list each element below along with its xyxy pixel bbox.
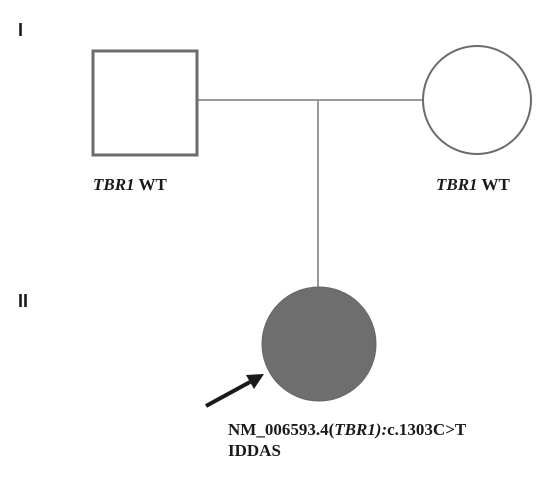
mother-status: WT — [481, 175, 510, 194]
generation-label-1: I — [18, 20, 24, 40]
proband-phenotype: IDDAS — [228, 441, 281, 460]
father-status: WT — [138, 175, 167, 194]
variant-prefix: NM_006593.4( — [228, 420, 335, 439]
mother-symbol — [422, 45, 532, 155]
variant-change: c.1303C>T — [387, 420, 467, 439]
proband-arrow-shaft — [205, 380, 251, 408]
father-symbol — [91, 49, 199, 157]
proband-symbol — [261, 286, 377, 402]
proband-variant-label: NM_006593.4(TBR1):c.1303C>T IDDAS — [228, 419, 466, 461]
father-gene: TBR1 — [93, 175, 135, 194]
mother-gene: TBR1 — [436, 175, 478, 194]
proband-variant-line: NM_006593.4(TBR1):c.1303C>T — [228, 419, 466, 440]
mother-genotype-label: TBR1 WT — [436, 175, 510, 195]
proband-arrow-head — [246, 374, 264, 389]
father-genotype-label: TBR1 WT — [93, 175, 167, 195]
variant-gene: TBR1): — [334, 420, 388, 439]
generation-label-2: II — [18, 291, 29, 311]
